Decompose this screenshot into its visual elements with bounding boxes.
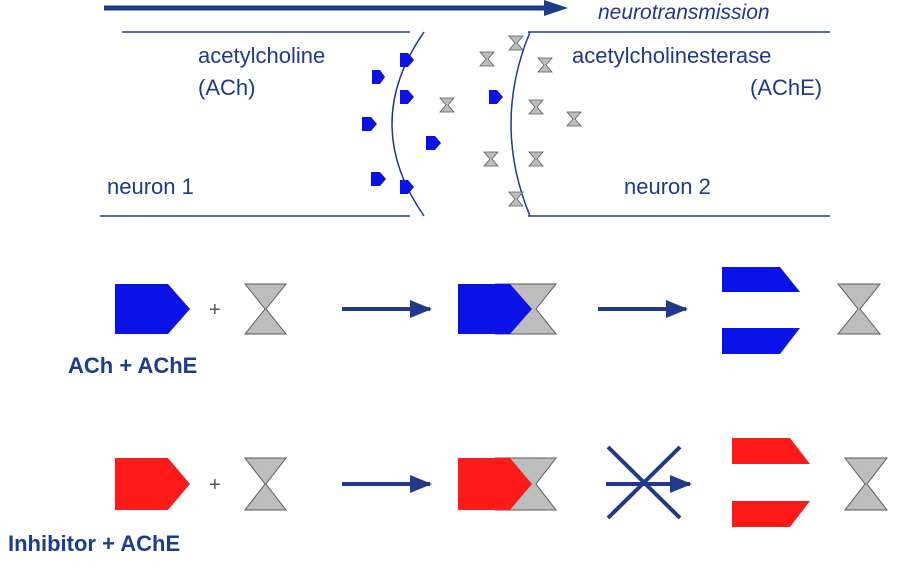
plus-sign-1: + xyxy=(209,299,221,321)
ach-ache-caption: ACh + AChE xyxy=(68,353,198,378)
neuron-1-terminal xyxy=(100,31,425,217)
ache-enzyme-2 xyxy=(243,457,288,511)
reaction-ach xyxy=(115,267,882,354)
inhibitor-fragment-top xyxy=(732,438,810,464)
inhibitor-molecule xyxy=(115,458,190,510)
ach-molecule xyxy=(115,284,190,334)
inhibitor-fragment-bottom xyxy=(732,501,810,527)
neurotransmission-label: neurotransmission xyxy=(598,1,770,24)
reaction-inhibitor xyxy=(115,438,889,527)
neuron-2-terminal xyxy=(510,31,830,217)
ach-in-complex xyxy=(458,284,532,334)
plus-sign-2: + xyxy=(209,474,221,496)
inhibitor-ache-caption: Inhibitor + AChE xyxy=(8,531,181,556)
block-cross-2 xyxy=(606,445,682,520)
neuron-2-label: neuron 2 xyxy=(624,174,711,199)
inhibitor-in-complex xyxy=(458,458,532,510)
free-ache-enzyme xyxy=(836,283,882,335)
ach-label-name: acetylcholine xyxy=(198,43,326,68)
ach-molecules xyxy=(362,53,503,194)
ache-label-name: acetylcholinesterase xyxy=(572,43,772,68)
ache-enzyme xyxy=(243,283,288,335)
free-ache-enzyme-2 xyxy=(843,457,889,511)
neuron-1-label: neuron 1 xyxy=(107,174,194,199)
ach-label-abbrev: (ACh) xyxy=(198,75,256,100)
ach-fragment-top xyxy=(722,267,800,292)
ach-fragment-bottom xyxy=(722,328,800,354)
ache-label-abbrev: (AChE) xyxy=(750,75,823,100)
neurotransmission-arrowhead xyxy=(544,0,568,16)
